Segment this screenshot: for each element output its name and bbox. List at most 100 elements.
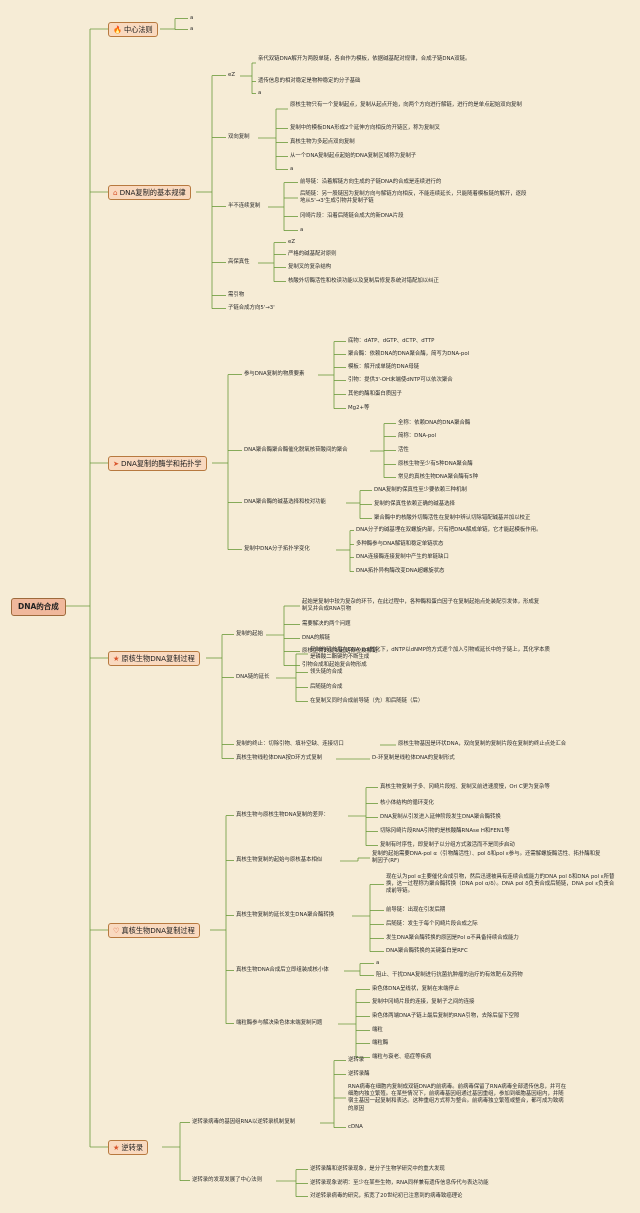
star-icon: ★ [113,654,120,663]
node-jh2: 简称：DNA-pol [398,433,437,439]
branch-4[interactable]: ★原核生物DNA复制过程 [108,651,200,666]
node-dl: 端粒酶参与解决染色体末端复制问题 [236,1020,323,1026]
node-dl4: 端粒 [372,1027,383,1033]
node-jh1: 全称：依赖DNA的DNA聚合酶 [398,420,471,426]
node-nf1: 逆转录酶和逆转录现象，是分子生物学研究中的重大发现 [310,1166,445,1172]
node-dl3: 染色体两端DNA子链上最后复制的RNA引物，去除后留下空隙 [372,1013,520,1019]
node-qs3: DNA的解链 [302,635,331,641]
node-yc3: 后随链的合成 [310,684,343,690]
node-gb4: 核酸外切酶活性和校读功能以及复制后修复系统对错配加以纠正 [288,278,439,284]
node-ct1: 真核生物复制子多、冈崎片段短、复制叉前进速度慢，Ori C更为复杂等 [380,784,550,790]
node-nz2: 逆转录酶 [348,1071,370,1077]
node-zy2: 前导链：出现在引发后期 [386,907,446,913]
node-tp: 复制中DNA分子拓扑学变化 [244,546,310,552]
node-cy1: 底物：dATP、dGTP、dCTP、dTTP [348,338,435,344]
node-jx: DNA聚合酶的碱基选择和校对功能 [244,499,326,505]
branch-label: 中心法则 [123,25,153,34]
fire-icon: 🔥 [113,25,122,34]
branch-6[interactable]: ★逆转录 [108,1140,149,1155]
node-eZ2: 遗传信息的相对稳定是物种稳定的分子基础 [258,78,361,84]
node-zy4: 发生DNA聚合酶转换的原因是Pol α不具备持续合成能力 [386,935,519,941]
node-tp2: 多种酶参与DNA解链和稳定单链状态 [356,541,444,547]
node-jh3: 活性 [398,447,409,453]
node-bb2: 后随链：另一股链因为复制方向与解链方向相反，不能连续延长，只能随着模板链的解开，… [300,191,527,205]
node-dl6: 端粒与衰老、癌症等疾病 [372,1054,432,1060]
node-tp3: DNA连接酶连接复制中产生的单链缺口 [356,554,449,560]
node-zs2: 阻止、干扰DNA复制进行抗菌抗肿瘤的治疗的有效靶点及药物 [376,972,523,978]
node-tp4: DNA拓扑异构酶改变DNA超螺旋状态 [356,568,445,574]
node-bb1: 前导链：沿着解链方向生成的子链DNA的合成是连续进行的 [300,179,442,185]
node-zz1: 原核生物基因是环状DNA，双向复制的复制片段在复制的终止点处汇合 [398,741,567,747]
house-icon: ⌂ [113,188,118,197]
branch-label: DNA复制的酶学和拓扑学 [121,459,202,468]
node-fx: 子链合成方向5'→3' [228,305,275,311]
node-dl1: 染色体DNA呈线状，复制在末端停止 [372,986,460,992]
node-nz: 逆转录病毒的基因组RNA以逆转录机制复制 [192,1119,296,1125]
node-gb2: 严格的碱基配对原则 [288,251,337,257]
node-b1b: a [190,26,194,32]
node-cy2: 聚合酶：依赖DNA的DNA聚合酶，简写为DNA-pol [348,351,470,357]
node-yc2: 领头链的合成 [310,669,343,675]
root-node[interactable]: DNA的合成 [11,598,66,616]
node-qs: 复制的起始 [236,631,263,637]
node-jh4: 原核生物至少有5种DNA聚合酶 [398,461,473,467]
node-cy3: 模板：解开成单链的DNA母链 [348,364,420,370]
node-ct2: 核小体结构的循环变化 [380,800,434,806]
node-cy_t: 真核生物与原核生物DNA复制的差异： [236,812,329,818]
node-zq1: 复制的起始需要DNA-pol α（引物酶活性）、pol δ和pol ε参与。还需… [372,851,601,865]
node-gb1: eZ [288,239,296,245]
node-bb4: a [300,227,304,233]
branch-label: 真核生物DNA复制过程 [121,926,195,935]
node-yc4: 在复制叉同时合成前导链（先）和后随链（后） [310,698,424,704]
node-sx1: 原核生物只有一个复制起点，复制从起点开始，向两个方向进行解链，进行的是单点起始双… [290,102,522,108]
node-eZ: eZ [228,72,236,78]
node-hz: 真核生物线粒体DNA按D环方式复制 [236,755,323,761]
node-zy3: 后随链：发生于每个冈崎片段合成之际 [386,921,478,927]
branch-5[interactable]: ♡真核生物DNA复制过程 [108,923,200,938]
node-eZ3: a [258,90,262,96]
node-qs5: 引物合成和起始复合物形成 [302,662,367,668]
node-dl2: 复制中冈崎片段的连接，复制子之间的连接 [372,999,475,1005]
branch-3[interactable]: ➤DNA复制的酶学和拓扑学 [108,456,207,471]
branch-label: DNA复制的基本规律 [119,188,186,197]
node-nf: 逆转录的发现发展了中心法则 [192,1177,263,1183]
node-sx3: 真核生物为多起点双向复制 [290,139,355,145]
node-jx3: 聚合酶中的核酸外切酶活性在复制中辨认切除错配碱基并加以校正 [374,515,531,521]
node-tp1: DNA分子的碱基埋在双螺旋内部，只有把DNA解成单链，它才能起模板作用。 [356,527,542,533]
node-qs1: 起始是复制中较为复杂的环节，在此过程中，各种酶和蛋白因子在复制起始点处装配引发体… [302,599,540,613]
node-nf3: 对逆转录病毒的研究，拓宽了20世纪初已注意到的病毒致癌理论 [310,1193,463,1199]
node-dl5: 端粒酶 [372,1040,389,1046]
node-zy: 真核生物复制的延长发生DNA聚合酶转换 [236,912,335,918]
node-b1a: a [190,15,194,21]
node-sx4: 从一个DNA复制起点起始的DNA复制区域称为复制子 [290,153,417,159]
node-qs4: 原核生物的复制起始部位及解链 [302,648,378,654]
node-yc1: 复制的延长指在DNA-pol催化下，dNTP以dNMP的方式逐个加入引物或延长中… [310,647,550,661]
node-jh: DNA聚合酶聚合酶催化脱氧核苷酸间的聚合 [244,447,348,453]
node-nz4: cDNA [348,1124,363,1130]
node-gb3: 复制叉的复杂结构 [288,264,332,270]
branch-1[interactable]: 🔥中心法则 [108,22,158,37]
node-sx5: a [290,166,294,172]
node-sx: 双向复制 [228,134,250,140]
node-bb: 半不连续复制 [228,203,261,209]
heart-icon: ♡ [113,926,120,935]
node-cy4: 引物：提供3'-OH末端使dNTP可以依次聚合 [348,377,453,383]
node-cy: 参与DNA复制的物质要素 [244,371,305,377]
star-icon: ★ [113,1143,120,1152]
node-jx1: DNA复制的保真性至少要依赖三种机制 [374,487,467,493]
node-sx2: 复制中的模板DNA形成2个延伸方向相反的开链区，称为复制叉 [290,125,441,131]
node-gb: 高保真性 [228,259,250,265]
node-eZ1: 亲代双链DNA解开为两股单链，各自作为模板，依据碱基配对规律，合成子链DNA双链… [258,56,471,62]
node-yc: DNA链的延长 [236,674,270,680]
node-ct5: 复制有时序性，即复制子以分组方式激活而不是同步启动 [380,842,515,848]
node-bb3: 冈崎片段：沿着后随链合成大的新DNA片段 [300,213,404,219]
branch-2[interactable]: ⌂DNA复制的基本规律 [108,185,191,200]
node-zs: 真核生物DNA合成后立即组装成核小体 [236,967,329,973]
node-nf2: 逆转录现象说明：至少在某些生物，RNA同样兼有遗传信息传代与表达功能 [310,1180,489,1186]
node-nz3: RNA病毒在细胞内复制成双链DNA的前病毒。前病毒保留了RNA病毒全部遗传信息，… [348,1084,567,1112]
node-hz1: D-环复制是线粒体DNA的复制形式 [372,755,455,761]
node-ct3: DNA复制从引发进入延伸阶段发生DNA聚合酶转换 [380,814,501,820]
node-qs2: 需要解决的两个问题 [302,621,351,627]
node-cy6: Mg2+等 [348,405,370,411]
